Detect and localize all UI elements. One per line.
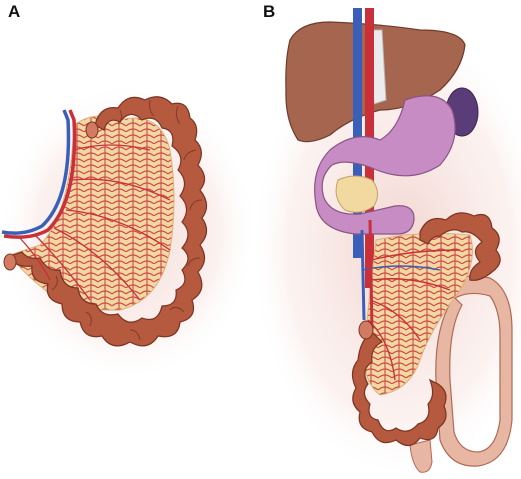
- panel-a-bowel-cut-end: [85, 121, 99, 139]
- panel-a-distal-end: [3, 253, 17, 271]
- panel-b-rectum: [409, 439, 433, 473]
- panel-a-bowel-folds: [51, 99, 203, 341]
- panel-a-vein: [1, 109, 71, 235]
- panel-a-label: A: [8, 2, 21, 21]
- panel-a-artery: [3, 109, 77, 239]
- panel-b-pancreas: [335, 175, 378, 213]
- panel-b-label: B: [263, 2, 276, 21]
- panel-a-vessel-branches: [19, 144, 171, 301]
- panel-b-sma: [368, 219, 374, 331]
- panel-b-smv: [360, 229, 366, 321]
- panel-b-colon: [435, 275, 513, 467]
- panel-b-ivc: [353, 8, 362, 258]
- panel-b: [250, 8, 521, 479]
- panel-b-stomach: [314, 95, 456, 235]
- panel-b-bowel-cut-end: [358, 320, 374, 340]
- panel-b-small-intestine: [351, 212, 501, 447]
- panel-a-small-intestine: [9, 96, 208, 347]
- panel-a: [0, 82, 258, 382]
